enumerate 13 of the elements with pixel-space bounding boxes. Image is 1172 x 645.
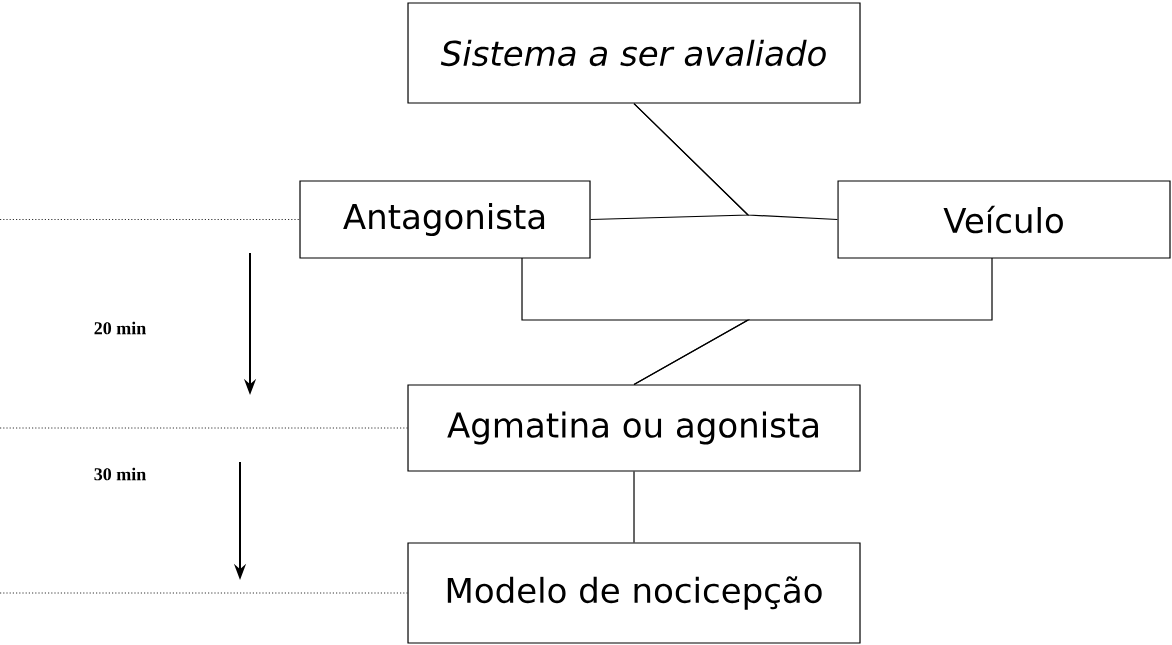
process-box: Veículo bbox=[837, 180, 1171, 259]
connector-line bbox=[633, 471, 635, 543]
process-box: Agmatina ou agonista bbox=[407, 384, 861, 472]
leader-line bbox=[0, 219, 300, 220]
time-label: 30 min bbox=[94, 467, 146, 481]
process-box: Sistema a ser avaliado bbox=[407, 2, 861, 104]
connector-line bbox=[633, 257, 993, 385]
leader-line bbox=[0, 427, 408, 429]
leader-line bbox=[0, 592, 408, 594]
process-box: Modelo de nocicepção bbox=[407, 542, 861, 644]
process-box: Antagonista bbox=[299, 180, 591, 259]
connector-line bbox=[633, 103, 838, 221]
time-label: 20 min bbox=[94, 321, 146, 335]
